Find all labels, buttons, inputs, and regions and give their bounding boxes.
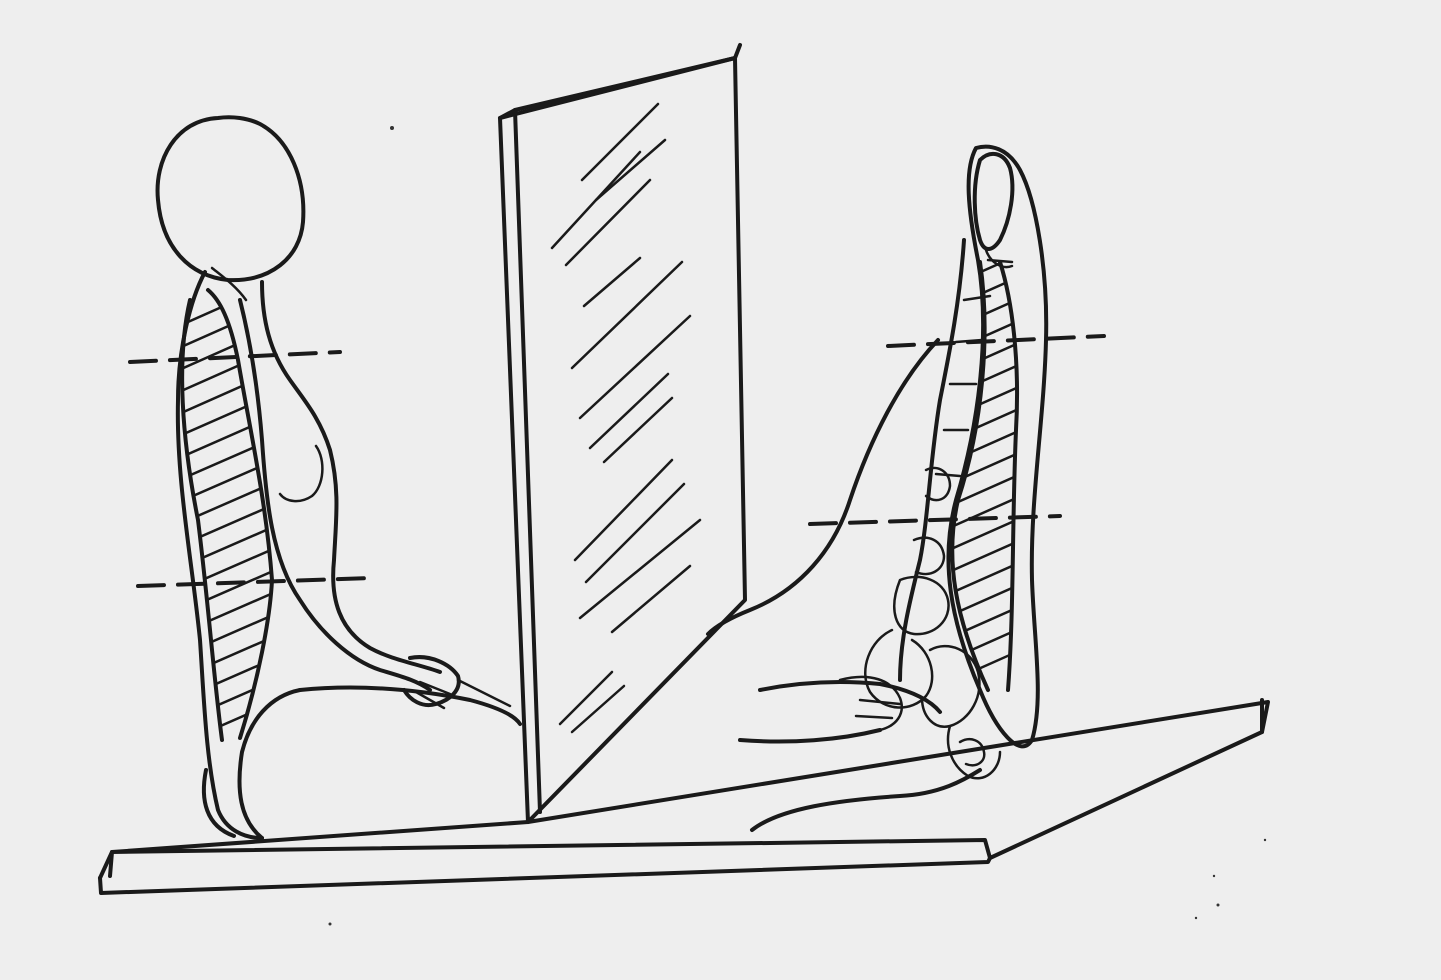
left-figure-head <box>158 117 304 280</box>
right-lower-dashed-line <box>810 516 1060 524</box>
scan-specks <box>329 126 1267 926</box>
right-reflected-figure <box>708 147 1046 830</box>
mirror-panel <box>500 45 745 822</box>
left-seated-figure <box>158 117 520 838</box>
mirror-reflection-lines <box>552 104 700 732</box>
right-upper-dashed-line <box>888 336 1104 346</box>
floor-board <box>100 700 1268 893</box>
